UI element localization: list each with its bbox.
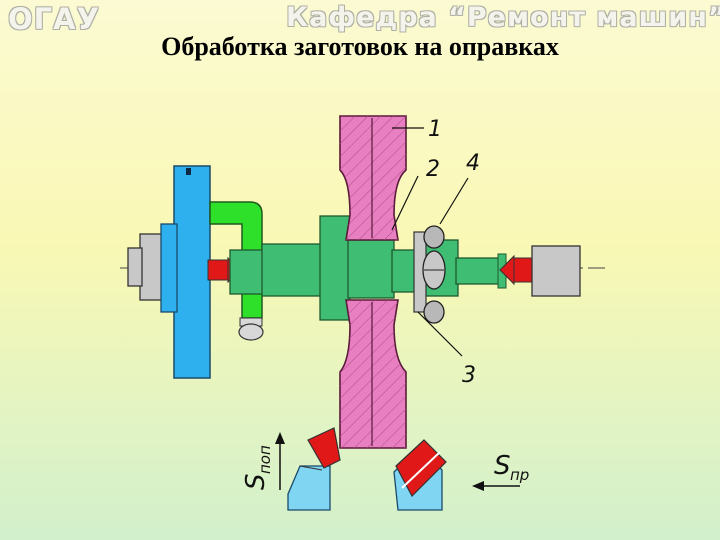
washer-nut	[413, 225, 446, 324]
faceplate	[160, 165, 211, 379]
workpiece-lower	[339, 299, 407, 449]
feed-transverse-symbol: S	[241, 473, 271, 490]
part-label-3: 3	[462, 363, 476, 388]
cutting-tool-longitudinal	[393, 439, 447, 511]
part-label-4: 4	[466, 151, 480, 176]
org-watermark: ОГАУ	[8, 2, 100, 36]
part-label-2: 2	[426, 157, 440, 182]
cutting-tool-transverse	[287, 427, 341, 511]
feed-arrow-transverse: S поп	[241, 432, 285, 490]
feed-longitudinal-symbol: S	[494, 451, 511, 481]
feed-longitudinal-subscript: пр	[510, 466, 529, 484]
part-label-1: 1	[428, 117, 442, 142]
department-watermark: Кафедра “Ремонт машин”	[286, 2, 720, 33]
workpiece-upper	[339, 115, 407, 241]
tailstock	[531, 245, 581, 297]
slide-title: Обработка заготовок на оправках	[161, 32, 559, 61]
feed-arrow-longitudinal: S пр	[472, 451, 529, 491]
feed-transverse-subscript: поп	[256, 445, 274, 474]
